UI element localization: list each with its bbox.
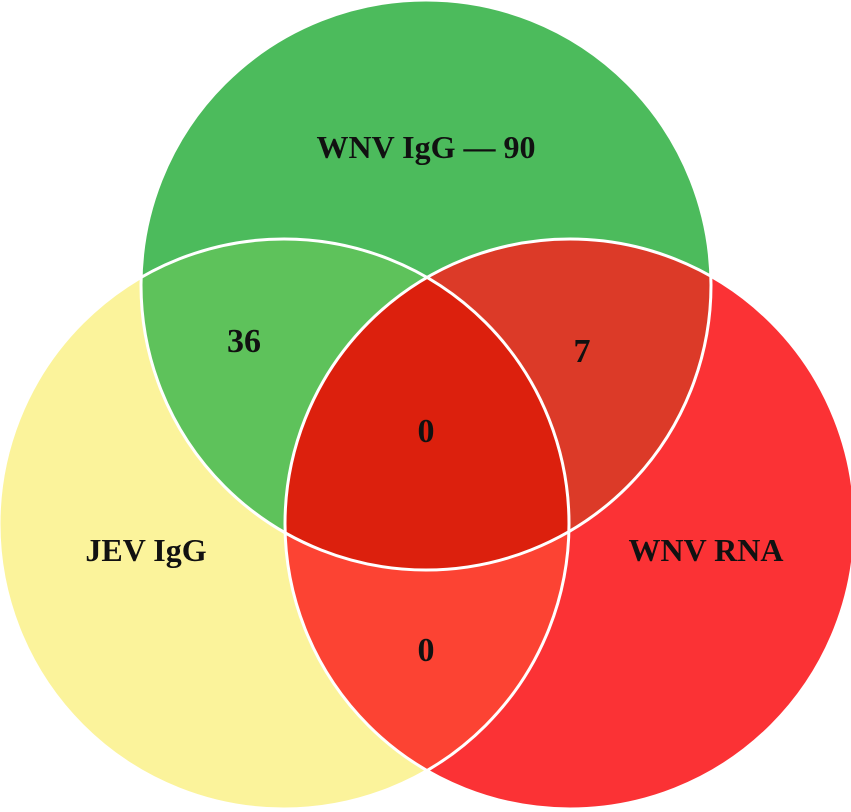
outline-jev-igg	[0, 237, 571, 811]
outline-wnv-rna	[283, 237, 851, 811]
count-jev-igg-wnv-rna: 0	[418, 632, 435, 669]
label-wnv-igg: WNV IgG — 90	[317, 129, 536, 165]
count-wnv-igg-wnv-rna: 7	[574, 333, 591, 370]
count-all-three: 0	[418, 413, 435, 450]
region-all-three	[285, 239, 569, 570]
label-wnv-rna: WNV RNA	[629, 532, 784, 568]
count-wnv-igg-jev-igg: 36	[227, 323, 261, 360]
outline-wnv-igg	[139, 0, 713, 572]
label-jev-igg: JEV IgG	[85, 532, 206, 568]
